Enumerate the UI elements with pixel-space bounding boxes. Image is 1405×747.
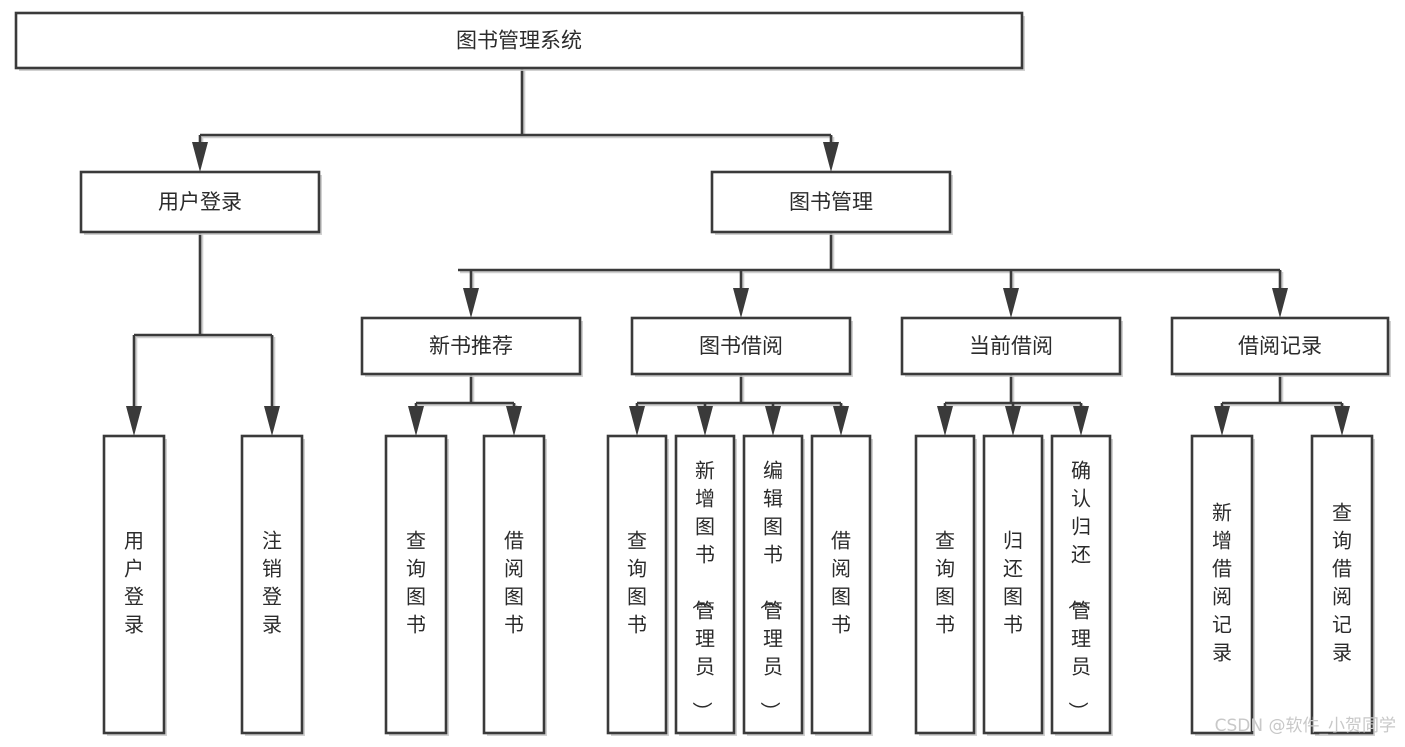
node-border (1050, 434, 1112, 735)
node-leaf-logout[interactable]: 注销登录 (240, 434, 305, 736)
node-label: 注销登录 (262, 529, 282, 637)
node-border (742, 434, 804, 735)
node-label: 用户登录 (158, 190, 242, 214)
node-leaf-borrow-book-recommend[interactable]: 借阅图书 (482, 434, 547, 736)
node-label: 查询图书 (627, 529, 647, 637)
node-book-borrow[interactable]: 图书借阅 (630, 316, 853, 377)
node-border (1170, 316, 1390, 376)
node-leaf-user-login[interactable]: 用户登录 (102, 434, 167, 736)
node-border (1310, 434, 1374, 735)
node-leaf-add-book[interactable]: 新增图书（管理员） (674, 434, 737, 736)
node-book-manage[interactable]: 图书管理 (710, 170, 953, 235)
node-border (384, 434, 448, 735)
node-label: 当前借阅 (969, 334, 1053, 358)
node-leaf-query-borrow-record[interactable]: 查询借阅记录 (1310, 434, 1375, 736)
node-label: 图书管理 (789, 190, 873, 214)
node-border (606, 434, 668, 735)
node-label: 编辑图书（管理员） (758, 459, 783, 722)
csdn-watermark: CSDN @软件_小贺同学 (1215, 716, 1396, 736)
node-label: 借阅记录 (1238, 334, 1322, 358)
node-root[interactable]: 图书管理系统 (14, 11, 1025, 71)
node-label: 新增图书（管理员） (690, 459, 715, 722)
node-leaf-query-book-borrow[interactable]: 查询图书 (606, 434, 669, 736)
node-leaf-return-book[interactable]: 归还图书 (982, 434, 1045, 736)
node-border (240, 434, 304, 735)
node-leaf-borrow-book[interactable]: 借阅图书 (810, 434, 873, 736)
node-border (102, 434, 166, 735)
node-label: 确认归还（管理员） (1066, 459, 1091, 722)
node-label: 新增借阅记录 (1212, 501, 1232, 665)
node-border (360, 316, 582, 376)
node-leaf-add-borrow-record[interactable]: 新增借阅记录 (1190, 434, 1255, 736)
node-label: 查询图书 (935, 529, 955, 637)
node-leaf-query-book-recommend[interactable]: 查询图书 (384, 434, 449, 736)
node-current-borrow[interactable]: 当前借阅 (900, 316, 1123, 377)
node-label: 归还图书 (1003, 529, 1023, 637)
connector-layer (126, 68, 1350, 436)
node-label: 借阅图书 (831, 529, 851, 637)
node-border (482, 434, 546, 735)
node-user-login[interactable]: 用户登录 (79, 170, 322, 235)
node-borrow-record[interactable]: 借阅记录 (1170, 316, 1391, 377)
node-layer: 图书管理系统用户登录图书管理新书推荐图书借阅当前借阅借阅记录用户登录注销登录查询… (14, 11, 1391, 736)
node-label: 借阅图书 (504, 529, 524, 637)
node-label: 图书管理系统 (456, 29, 582, 53)
node-border (14, 11, 1024, 70)
node-border (79, 170, 321, 234)
node-border (810, 434, 872, 735)
node-border (674, 434, 736, 735)
node-leaf-confirm-return[interactable]: 确认归还（管理员） (1050, 434, 1113, 736)
node-label: 新书推荐 (429, 334, 513, 358)
node-label: 图书借阅 (699, 334, 783, 358)
node-border (914, 434, 976, 735)
node-label: 查询图书 (406, 529, 426, 637)
node-new-book-recommend[interactable]: 新书推荐 (360, 316, 583, 377)
node-leaf-edit-book[interactable]: 编辑图书（管理员） (742, 434, 805, 736)
node-label: 用户登录 (124, 529, 144, 637)
node-border (1190, 434, 1254, 735)
node-border (710, 170, 952, 234)
node-label: 查询借阅记录 (1332, 501, 1352, 665)
node-border (630, 316, 852, 376)
node-leaf-query-book-current[interactable]: 查询图书 (914, 434, 977, 736)
node-border (982, 434, 1044, 735)
node-border (900, 316, 1122, 376)
